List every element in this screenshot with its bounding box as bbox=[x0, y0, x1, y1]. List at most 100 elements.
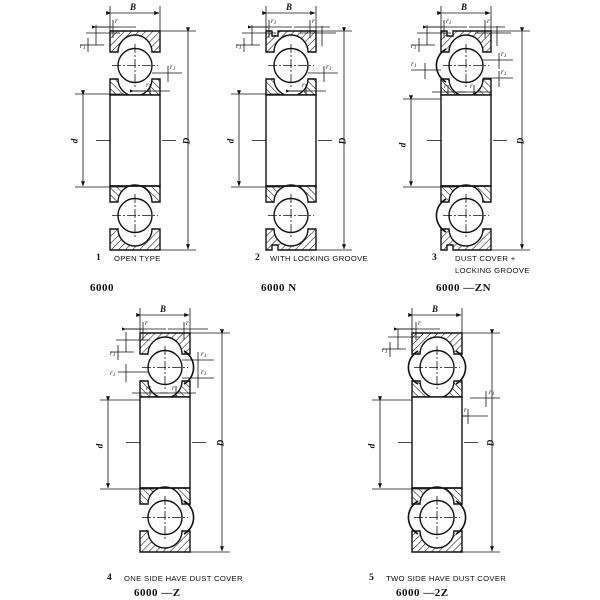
dim-label-D-5: D bbox=[485, 439, 496, 447]
dust-shield-right-bottom-5 bbox=[455, 500, 467, 535]
dim-label-rc-4: r bbox=[172, 384, 175, 392]
ball-axes-top-1 bbox=[112, 44, 158, 87]
outer-ring-top-4 bbox=[139, 332, 191, 355]
dim-D-1 bbox=[160, 27, 196, 251]
dim-label-d-1: d bbox=[69, 138, 80, 144]
figure-3-part-number: 6000 —ZN bbox=[436, 282, 492, 294]
dim-label-rb-4: r bbox=[146, 384, 149, 392]
figure-5-part-number: 6000 —2Z bbox=[396, 587, 449, 599]
dim-label-r-2: r1 bbox=[271, 17, 277, 26]
dust-shield-left-top-5 bbox=[407, 350, 419, 385]
outer-ring-bottom-3 bbox=[440, 228, 492, 251]
outer-ring-bottom-1 bbox=[109, 228, 161, 251]
dim-label-rb-5: r bbox=[464, 406, 467, 414]
figure-3-caption-line2: LOCKING GROOVE bbox=[455, 266, 530, 275]
figure-5-number: 5 bbox=[369, 573, 374, 583]
figure-2-number: 2 bbox=[255, 253, 260, 263]
outer-ring-top-2 bbox=[265, 30, 317, 53]
outer-ring-bottom-2 bbox=[265, 228, 317, 251]
figure-1-open-type bbox=[75, 6, 196, 251]
dust-shield-right-top-4 bbox=[183, 350, 195, 385]
dim-label-r1b-3: r1 bbox=[501, 50, 507, 59]
inner-ring-bottom-2 bbox=[265, 184, 317, 203]
dim-D-4 bbox=[190, 329, 230, 553]
dim-D-5 bbox=[462, 329, 500, 553]
ball-axes-bottom-5 bbox=[414, 496, 460, 539]
figure-2-caption: WITH LOCKING GROOVE bbox=[270, 254, 368, 263]
dim-label-r1d-3: r1 bbox=[501, 68, 507, 77]
outer-ring-top-5 bbox=[411, 332, 463, 355]
dim-label-r1b-5: r1 bbox=[489, 388, 495, 397]
dust-shield-left-top-3 bbox=[435, 48, 447, 83]
dust-shield-left-bottom-3 bbox=[435, 198, 447, 233]
bearing-body-5 bbox=[411, 396, 463, 489]
outer-ring-top-3 bbox=[440, 30, 492, 53]
dim-label-B-4: B bbox=[160, 304, 167, 314]
dim-label-D-3: D bbox=[515, 137, 526, 145]
inner-ring-bottom-1 bbox=[109, 184, 161, 203]
figure-5-caption: TWO SIDE HAVE DUST COVER bbox=[386, 574, 507, 583]
dim-label-r1b-2: r1 bbox=[326, 63, 332, 72]
dim-label-D-2: D bbox=[337, 137, 348, 145]
dim-label-r1b-4: r1 bbox=[201, 350, 207, 359]
dim-label-rb-2: r bbox=[302, 81, 305, 89]
figure-5-two-side-dust-cover bbox=[372, 308, 500, 553]
dim-label-r1c-4: r1 bbox=[110, 369, 116, 378]
dust-shield-right-bottom-4 bbox=[183, 500, 195, 535]
bearing-body-3 bbox=[440, 94, 492, 187]
dim-label-r1-4: r1 bbox=[110, 349, 116, 358]
dust-shield-left-bottom-5 bbox=[407, 500, 419, 535]
dim-label-r1-3: r1 bbox=[411, 42, 417, 51]
ball-axes-top-4 bbox=[142, 346, 188, 389]
figure-1-part-number: 6000 bbox=[90, 282, 114, 294]
figure-3-dust-cover-locking-groove bbox=[403, 6, 530, 251]
dim-B-5 bbox=[408, 308, 463, 334]
bearing-body-4 bbox=[139, 396, 191, 489]
dim-label-rc-3: r bbox=[470, 82, 473, 90]
dim-label-D-1: D bbox=[181, 137, 192, 145]
figure-2-locking-groove bbox=[231, 6, 352, 251]
ball-axes-top-3 bbox=[443, 44, 489, 87]
dim-label-B-5: B bbox=[432, 304, 439, 314]
outer-ring-bottom-5 bbox=[411, 530, 463, 553]
dim-B-1 bbox=[106, 6, 161, 32]
dim-D-3 bbox=[491, 27, 530, 251]
bearing-body-1 bbox=[109, 94, 161, 187]
dim-label-rb-1: r bbox=[146, 81, 149, 89]
ball-axes-bottom-2 bbox=[268, 194, 314, 237]
figure-1-caption: OPEN TYPE bbox=[114, 254, 161, 263]
bearing-body-2 bbox=[265, 94, 317, 187]
dim-label-d-2: d bbox=[225, 138, 236, 144]
outer-ring-top-1 bbox=[109, 30, 161, 53]
ball-axes-top-2 bbox=[268, 44, 314, 87]
dim-label-r-4: r bbox=[145, 319, 148, 327]
ball-axes-bottom-4 bbox=[142, 496, 188, 539]
dim-label-r-3: r1 bbox=[446, 17, 452, 26]
figure-4-one-side-dust-cover bbox=[100, 308, 230, 553]
dim-label-r1b-1: r1 bbox=[170, 63, 176, 72]
dim-label-r1d-4: r1 bbox=[201, 368, 207, 377]
ball-axes-top-5 bbox=[414, 346, 460, 389]
dust-shield-right-top-5 bbox=[455, 350, 467, 385]
figure-2-part-number: 6000 N bbox=[261, 282, 297, 294]
dim-label-r2-4: r bbox=[186, 319, 189, 327]
dim-label-r-5: r bbox=[418, 319, 421, 327]
dim-label-D-4: D bbox=[215, 439, 226, 447]
dim-B-3 bbox=[437, 6, 492, 32]
dim-r-4 bbox=[110, 322, 214, 401]
figure-4-caption: ONE SIDE HAVE DUST COVER bbox=[124, 574, 243, 583]
dim-label-d-3: d bbox=[397, 142, 408, 148]
inner-ring-bottom-5 bbox=[411, 486, 463, 505]
ball-axes-bottom-3 bbox=[443, 194, 489, 237]
dim-label-r2-3: r bbox=[487, 17, 490, 25]
ball-axes-bottom-1 bbox=[112, 194, 158, 237]
inner-ring-bottom-3 bbox=[440, 184, 492, 203]
figure-4-part-number: 6000 —Z bbox=[134, 587, 181, 599]
figure-4-number: 4 bbox=[107, 573, 112, 583]
dim-label-d-5: d bbox=[366, 443, 377, 449]
dim-r-3 bbox=[411, 20, 513, 100]
figure-3-caption: DUST COVER + bbox=[455, 254, 516, 263]
dim-label-r-1: r bbox=[115, 17, 118, 25]
dim-label-B-3: B bbox=[461, 2, 468, 12]
